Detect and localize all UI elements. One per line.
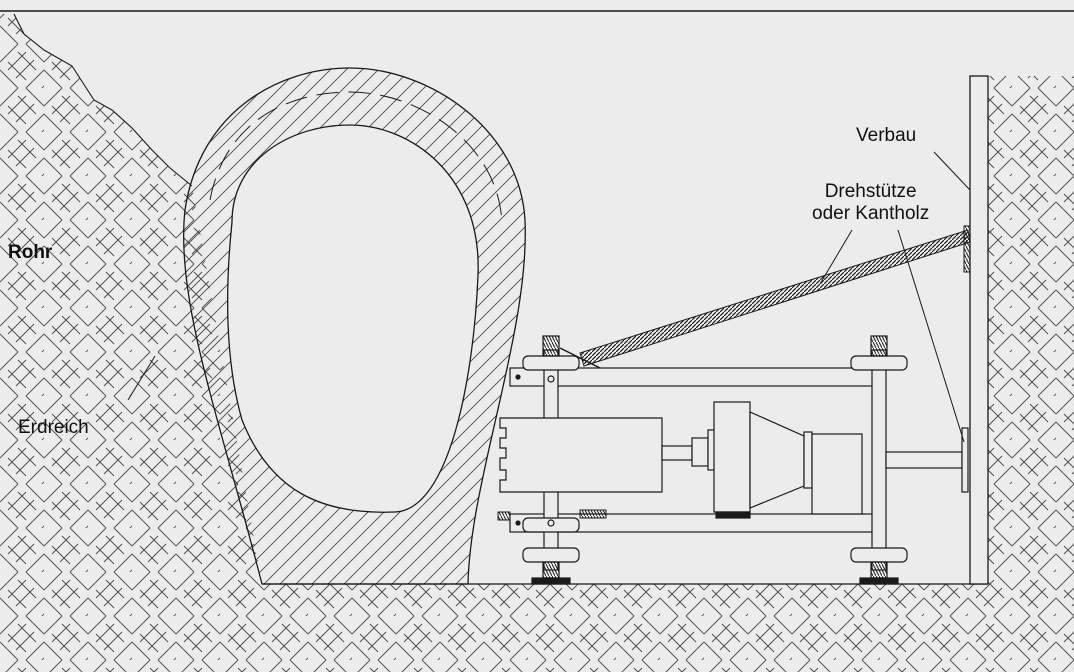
drive-unit bbox=[499, 401, 969, 519]
label-drehstuetze-line1: Drehstütze bbox=[824, 181, 917, 202]
drehstuetze-prop bbox=[559, 225, 971, 369]
label-erdreich: Erdreich bbox=[18, 417, 89, 438]
pipe-inner-dashed-line bbox=[209, 91, 503, 226]
soil-left bbox=[0, 14, 1074, 672]
leader-lines bbox=[127, 151, 971, 443]
soil-slope-edge bbox=[13, 13, 193, 187]
label-drehstuetze: Drehstütze oder Kantholz bbox=[812, 181, 929, 225]
feed-screw bbox=[497, 509, 607, 521]
soil-right bbox=[988, 76, 1074, 584]
pipe-wall bbox=[182, 67, 526, 585]
label-drehstuetze-line2: oder Kantholz bbox=[812, 202, 930, 224]
label-verbau: Verbau bbox=[856, 125, 917, 146]
label-rohr: Rohr bbox=[8, 242, 53, 263]
verbau-plank bbox=[969, 75, 989, 585]
